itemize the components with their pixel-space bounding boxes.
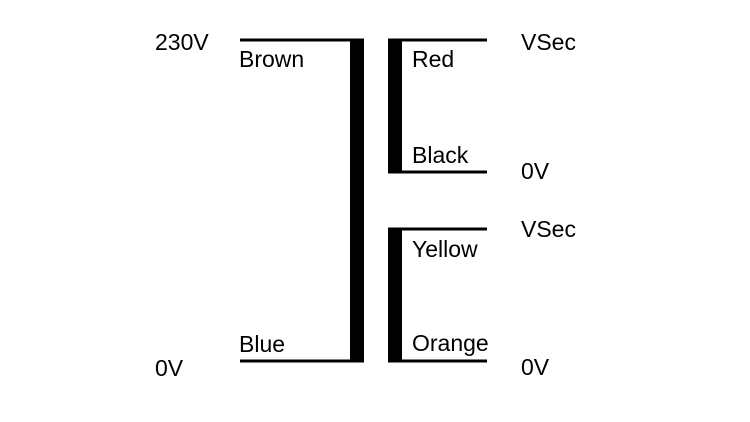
secondary-2-top-voltage-label: VSec [521,216,576,242]
primary-winding [240,38,364,363]
secondary-2-bottom-voltage-label: 0V [521,354,550,380]
secondary-1-bottom-voltage-label: 0V [521,158,550,184]
secondary-2-top-wire-label: Yellow [412,236,478,262]
primary-core-bar [350,39,364,362]
secondary-winding-1 [388,38,487,174]
secondary-1-top-wire-label: Red [412,46,454,72]
secondary-1-bottom-wire-label: Black [412,142,469,168]
secondary-1-core-bar [388,39,402,173]
primary-top-wire-label: Brown [239,46,304,72]
primary-top-voltage-label: 230V [155,29,209,55]
primary-bottom-wire-label: Blue [239,331,285,357]
secondary-winding-2 [388,227,487,363]
secondary-2-bottom-wire-label: Orange [412,330,489,356]
secondary-1-top-voltage-label: VSec [521,29,576,55]
secondary-2-core-bar [388,228,402,362]
primary-bottom-voltage-label: 0V [155,355,184,381]
